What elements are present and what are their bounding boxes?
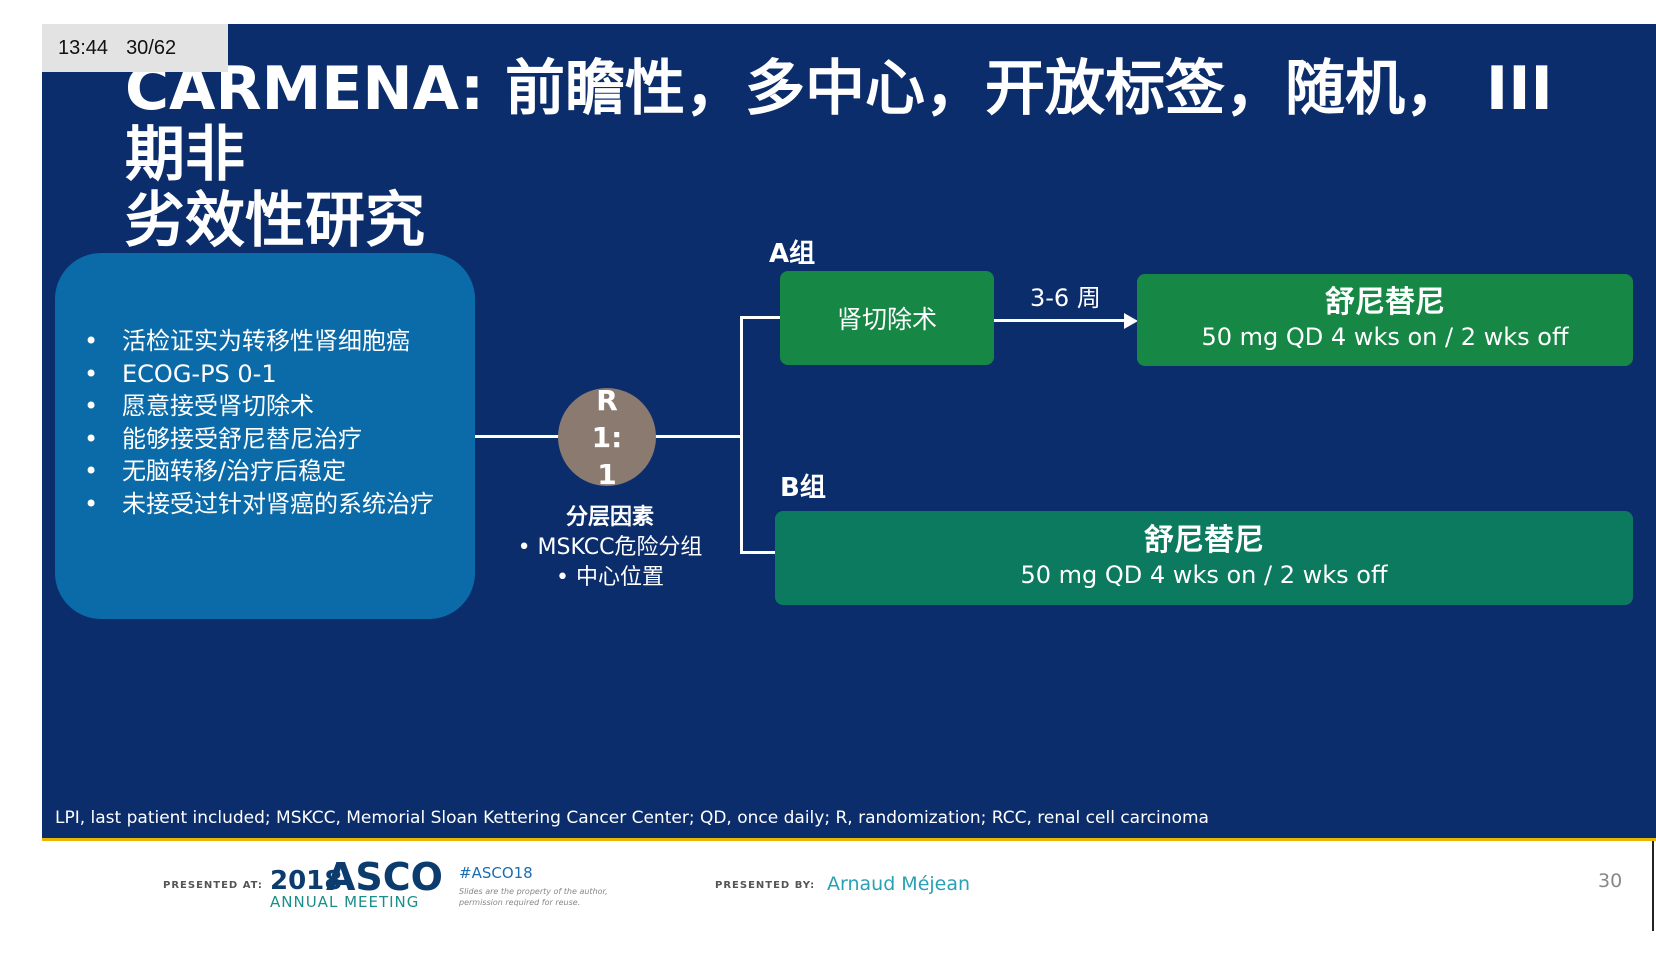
slide-footer (42, 841, 1656, 941)
abbreviations-footnote: LPI, last patient included; MSKCC, Memor… (55, 808, 1209, 828)
nephrectomy-box: 肾切除术 (780, 271, 994, 365)
arrow-head-icon (1124, 313, 1138, 329)
timestamp: 13:44 (58, 36, 109, 59)
randomization-r: R (596, 383, 618, 417)
arm-b-drug: 舒尼替尼 (1144, 523, 1264, 558)
asco-logo: ASCO (326, 855, 443, 899)
stratification-heading: 分层因素 (565, 505, 654, 530)
arm-b-label: B组 (780, 473, 826, 503)
stratification-item: • MSKCC危险分组 (517, 535, 703, 560)
arm-b-sunitinib-box: 舒尼替尼 50 mg QD 4 wks on / 2 wks off (775, 511, 1633, 605)
branch-to-arm-b (740, 551, 775, 554)
video-timestamp-overlay: 13:44 30/62 (42, 24, 228, 72)
stratification-item: • 中心位置 (556, 565, 664, 590)
slide-page-number: 30 (1598, 870, 1623, 892)
arm-a-sunitinib-box: 舒尼替尼 50 mg QD 4 wks on / 2 wks off (1137, 274, 1633, 366)
arm-a-dose: 50 mg QD 4 wks on / 2 wks off (1201, 323, 1569, 351)
arm-a-label: A组 (769, 239, 816, 269)
copyright-notice: Slides are the property of the author, p… (459, 887, 608, 907)
randomization-circle: R 1: 1 (558, 384, 656, 491)
presenter-name: Arnaud Méjean (827, 873, 971, 895)
nephrectomy-label: 肾切除术 (836, 305, 937, 334)
criteria-item: 能够接受舒尼替尼治疗 (70, 423, 470, 456)
page-indicator: 30/62 (126, 36, 177, 59)
criteria-item: 愿意接受肾切除术 (70, 390, 470, 423)
asco-logo-subtitle: ANNUAL MEETING (270, 893, 420, 911)
criteria-item: 未接受过针对肾癌的系统治疗 (70, 488, 470, 521)
criteria-item: 无脑转移/治疗后稳定 (70, 455, 470, 488)
slide-title: CARMENA: 前瞻性，多中心，开放标签，随机， III 期非 劣效性研究 (125, 56, 1605, 254)
criteria-item: 活检证实为转移性肾细胞癌 (70, 325, 470, 358)
presented-by-label: PRESENTED BY: (715, 880, 816, 891)
arm-b-dose: 50 mg QD 4 wks on / 2 wks off (1020, 561, 1388, 589)
connector-from-randomization (654, 435, 743, 438)
randomization-ratio: 1: (591, 420, 623, 454)
asco-logo-year: 2018 (270, 866, 343, 896)
randomization-ratio-end: 1 (597, 457, 617, 491)
arm-a-arrow-line (994, 319, 1126, 322)
presented-at-label: PRESENTED AT: (163, 880, 263, 891)
window-edge (1652, 841, 1654, 931)
interval-label: 3-6 周 (1030, 284, 1101, 312)
branch-vertical-line (740, 316, 743, 554)
criteria-item: ECOG-PS 0-1 (70, 358, 470, 391)
arm-a-drug: 舒尼替尼 (1325, 285, 1445, 320)
connector-to-randomization (475, 435, 560, 438)
title-line-1: CARMENA: 前瞻性，多中心，开放标签，随机， III 期非 (125, 54, 1553, 190)
eligibility-criteria-list: 活检证实为转移性肾细胞癌 ECOG-PS 0-1 愿意接受肾切除术 能够接受舒尼… (70, 325, 470, 520)
hashtag: #ASCO18 (459, 864, 533, 882)
title-line-2: 劣效性研究 (125, 186, 425, 256)
stratification-factors: 分层因素 • MSKCC危险分组 • 中心位置 (495, 503, 725, 593)
branch-to-arm-a (740, 316, 780, 319)
footer-divider (42, 838, 1656, 841)
